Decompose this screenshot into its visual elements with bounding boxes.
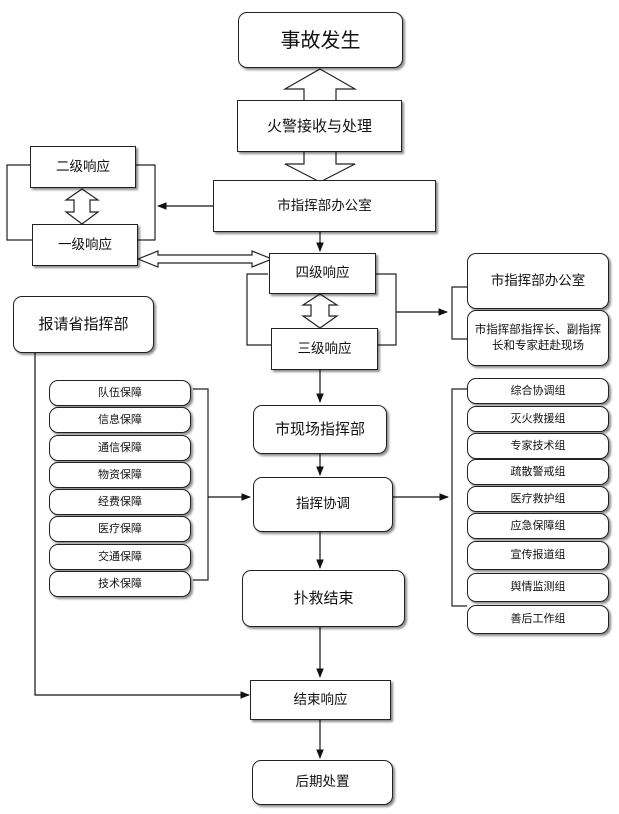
working-group-item: 宣传报道组 (467, 541, 609, 570)
node-coordination: 指挥协调 (253, 477, 393, 532)
double-arrow-level2-level1 (64, 188, 100, 225)
node-report-province: 报请省指挥部 (13, 296, 154, 353)
node-aftermath: 后期处置 (252, 760, 393, 805)
support-item: 医疗保障 (49, 516, 191, 542)
support-bracket (193, 388, 209, 581)
right-office-bracket (451, 286, 467, 340)
node-field-hq: 市现场指挥部 (253, 405, 387, 454)
node-end-response: 结束响应 (250, 680, 391, 720)
support-item: 通信保障 (49, 435, 191, 461)
node-rescue-end: 扑救结束 (242, 570, 405, 627)
node-city-office: 市指挥部办公室 (213, 180, 436, 232)
working-group-item: 应急保障组 (467, 513, 609, 539)
working-group-item: 疏散警戒组 (467, 459, 609, 485)
node-accident: 事故发生 (238, 12, 403, 68)
working-group-item: 灭火救援组 (467, 406, 609, 432)
working-group-item: 善后工作组 (467, 605, 609, 634)
level-1-2-frame (6, 164, 156, 241)
support-item: 交通保障 (49, 544, 191, 570)
support-item: 队伍保障 (49, 380, 191, 406)
node-level1: 一级响应 (32, 224, 138, 266)
support-item: 信息保障 (49, 407, 191, 433)
double-arrow-level1-level4 (136, 250, 274, 268)
groups-bracket (451, 388, 467, 607)
node-alarm: 火警接收与处理 (237, 100, 402, 152)
node-right-leaders: 市指挥部指挥长、副指挥长和专家赶赴现场 (467, 310, 609, 366)
working-group-item: 医疗救护组 (467, 486, 609, 512)
level-3-4-frame (246, 273, 397, 346)
working-group-item: 舆情监测组 (467, 573, 609, 602)
support-item: 经费保障 (49, 489, 191, 515)
support-item: 技术保障 (49, 571, 191, 597)
node-level4: 四级响应 (269, 253, 376, 294)
node-level3: 三级响应 (271, 328, 378, 370)
double-arrow-level4-level3 (300, 293, 340, 329)
working-group-item: 专家技术组 (467, 433, 609, 459)
node-right-office: 市指挥部办公室 (467, 253, 609, 309)
node-level2: 二级响应 (30, 146, 136, 188)
support-item: 物资保障 (49, 462, 191, 488)
double-arrow-accident-alarm (282, 68, 358, 103)
working-group-item: 综合协调组 (467, 378, 609, 404)
